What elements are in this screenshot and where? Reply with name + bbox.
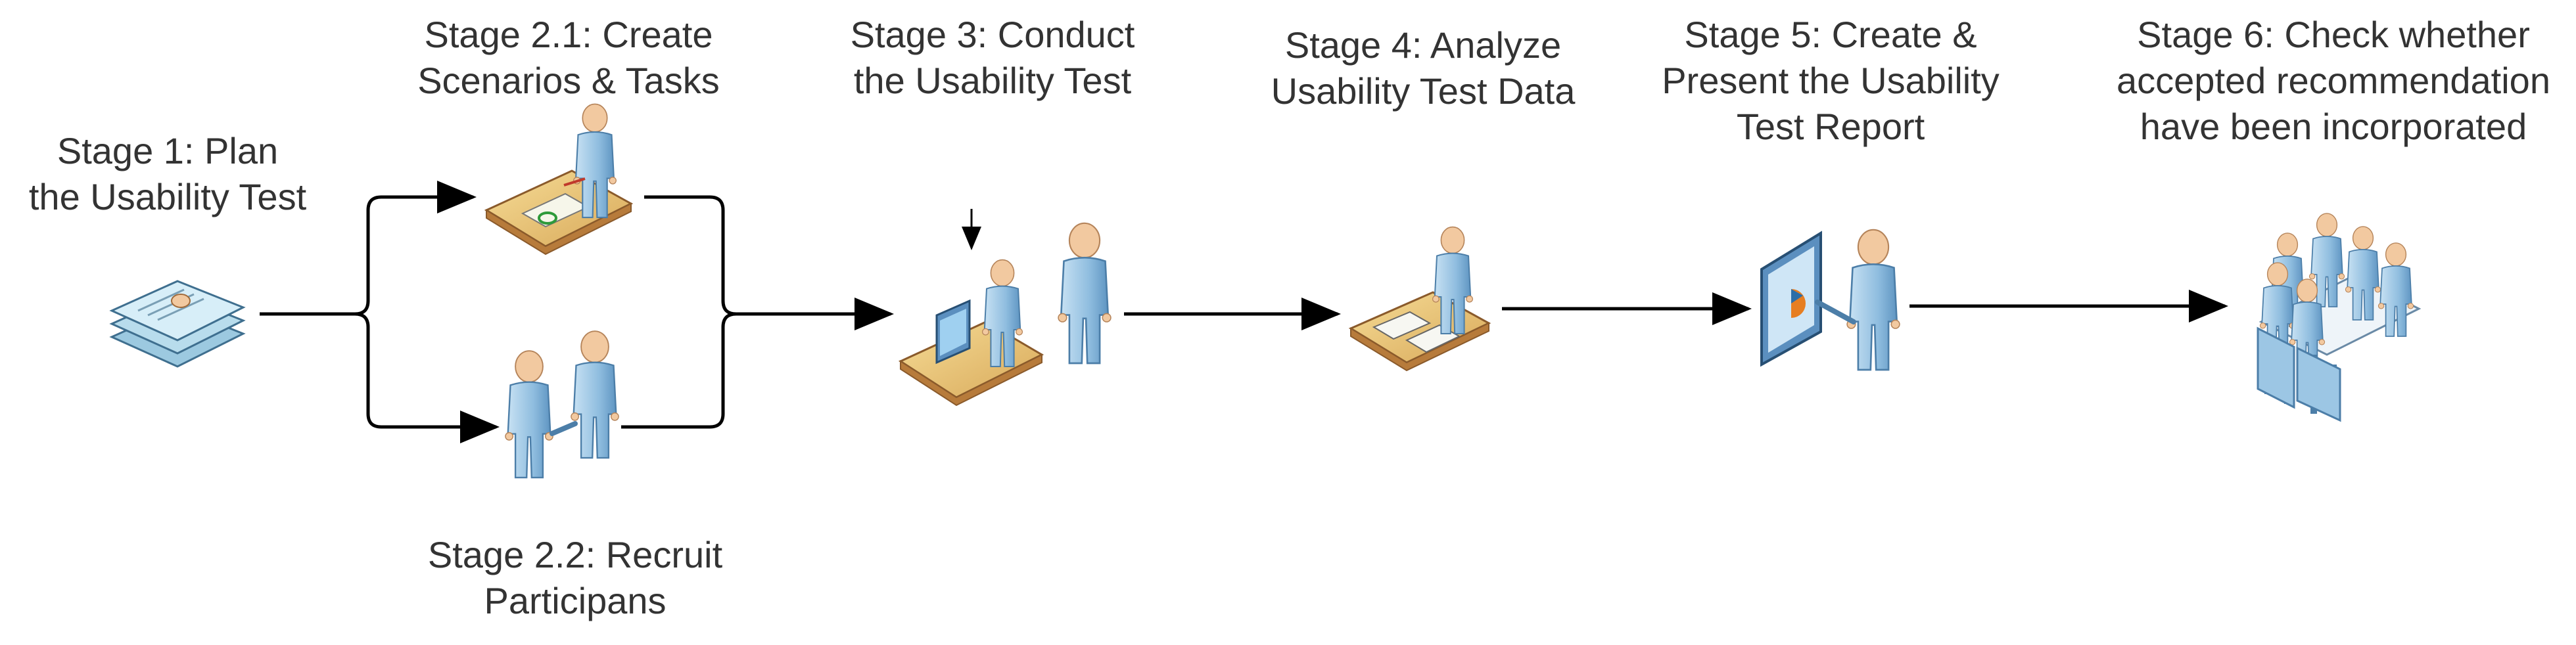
people-handshake-icon [504, 330, 620, 479]
stage-4-label-line2: Usability Test Data [1271, 70, 1576, 112]
meeting-table-group-icon [2257, 213, 2422, 422]
stage-3-label-line2: the Usability Test [853, 60, 1132, 101]
stage-1-label: Stage 1: Plan the Usability Test [0, 128, 335, 220]
stage-2-2-label-line2: Participans [484, 580, 667, 621]
connectors [260, 181, 2228, 443]
participant-at-computer-with-observer-icon [898, 222, 1112, 407]
stage-1-label-line2: the Usability Test [28, 176, 307, 217]
stage-4-label: Stage 4: Analyze Usability Test Data [1255, 22, 1591, 114]
person-at-desk-writing-icon [484, 103, 634, 256]
stage-5-label-line3: Test Report [1736, 106, 1925, 147]
stage-6-label-line3: have been incorporated [2140, 106, 2527, 147]
stage-5-label-line2: Present the Usability [1662, 60, 2000, 101]
stage-2-1-label-line2: Scenarios & Tasks [417, 60, 720, 101]
stage-6-label-line2: accepted recommendation [2117, 60, 2550, 101]
stage-2-2-label: Stage 2.2: Recruit Participans [408, 532, 743, 624]
stage-2-2-label-line1: Stage 2.2: Recruit [427, 534, 723, 575]
document-stack-icon [109, 280, 246, 368]
stage-2-1-label: Stage 2.1: Create Scenarios & Tasks [404, 12, 733, 104]
stage-3-label-line1: Stage 3: Conduct [850, 14, 1135, 55]
person-analyzing-papers-icon [1348, 226, 1491, 372]
connector-fork-to-stage-2-1 [354, 181, 477, 316]
connector-stage-2-1-merge [644, 195, 737, 316]
connector-stage-2-2-merge [621, 312, 737, 429]
presenter-at-screen-icon [1760, 229, 1901, 371]
stage-2-1-label-line1: Stage 2.1: Create [424, 14, 713, 55]
stage-3-label: Stage 3: Conduct the Usability Test [825, 12, 1160, 104]
stage-4-label-line1: Stage 4: Analyze [1284, 24, 1562, 66]
connector-fork-to-stage-2-2 [354, 312, 500, 443]
stage-5-label: Stage 5: Create & Present the Usability … [1653, 12, 2008, 150]
stage-1-label-line1: Stage 1: Plan [57, 130, 279, 171]
stage-6-label: Stage 6: Check whether accepted recommen… [2103, 12, 2564, 150]
stage-6-label-line1: Stage 6: Check whether [2137, 14, 2530, 55]
stage-5-label-line1: Stage 5: Create & [1684, 14, 1977, 55]
